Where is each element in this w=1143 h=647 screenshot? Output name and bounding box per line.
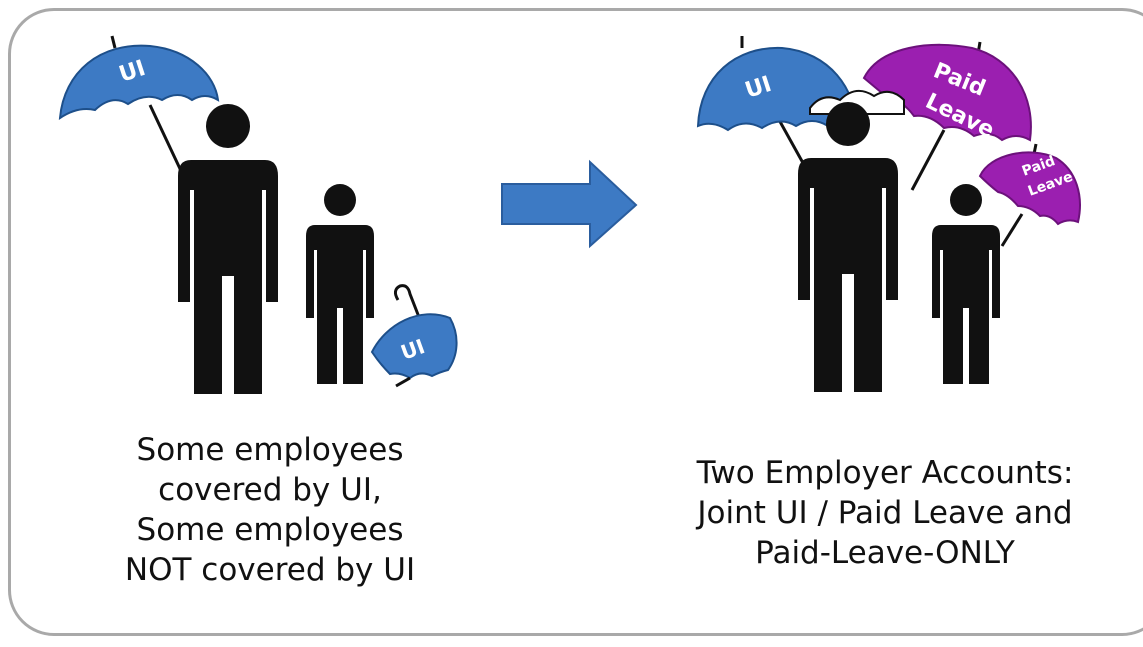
left-caption-line-2: covered by UI, <box>158 472 382 508</box>
arrow-right-icon <box>501 159 638 249</box>
left-caption: Some employees covered by UI, Some emplo… <box>60 430 480 590</box>
right-caption-line-1: Two Employer Accounts: <box>696 455 1074 491</box>
child-figure-icon <box>932 184 1000 384</box>
adult-figure-icon <box>178 104 278 394</box>
left-caption-line-3: Some employees <box>136 512 404 548</box>
left-caption-line-1: Some employees <box>136 432 404 468</box>
small-paid-leave-umbrella-icon: Paid Leave <box>978 143 1081 247</box>
right-caption-line-2: Joint UI / Paid Leave and <box>697 495 1073 531</box>
dropped-umbrella-icon: UI <box>370 284 458 388</box>
child-figure-icon <box>306 184 374 384</box>
adult-figure-icon <box>798 102 898 392</box>
left-caption-line-4: NOT covered by UI <box>124 552 416 588</box>
right-caption: Two Employer Accounts: Joint UI / Paid L… <box>650 453 1120 573</box>
right-caption-line-3: Paid-Leave-ONLY <box>755 535 1015 571</box>
umbrella-icon: UI <box>58 35 220 191</box>
